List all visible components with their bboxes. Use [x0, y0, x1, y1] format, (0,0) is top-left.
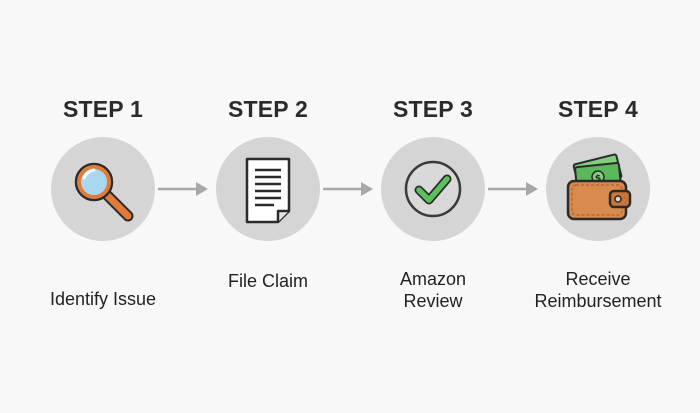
step-1: STEP 1 Identify Issue: [38, 0, 168, 413]
step-1-circle: [51, 137, 155, 241]
step-2: STEP 2 File Claim: [203, 0, 333, 413]
document-icon: [245, 157, 291, 224]
step-4-title: STEP 4: [557, 96, 639, 122]
magnifying-glass-icon: [74, 162, 134, 222]
svg-text:$: $: [595, 174, 602, 185]
checkmark-icon: [404, 160, 462, 218]
step-1-label: Identify Issue: [49, 289, 157, 309]
step-2-circle: [216, 137, 320, 241]
step-3-label: Amazon Review: [399, 269, 467, 311]
step-2-title: STEP 2: [227, 96, 309, 122]
step-2-label: File Claim: [227, 271, 308, 291]
step-3-circle: [381, 137, 485, 241]
step-4-circle: $: [546, 137, 650, 241]
step-4: STEP 4 $ Receive Re: [533, 0, 663, 413]
arrow-icon: [488, 182, 538, 196]
arrow-icon: [323, 182, 373, 196]
wallet-icon: $: [566, 153, 632, 221]
step-3: STEP 3 Amazon Review: [368, 0, 498, 413]
step-1-title: STEP 1: [62, 96, 144, 122]
step-4-label: Receive Reimbursement: [534, 269, 662, 311]
arrow-icon: [158, 182, 208, 196]
step-3-title: STEP 3: [392, 96, 474, 122]
